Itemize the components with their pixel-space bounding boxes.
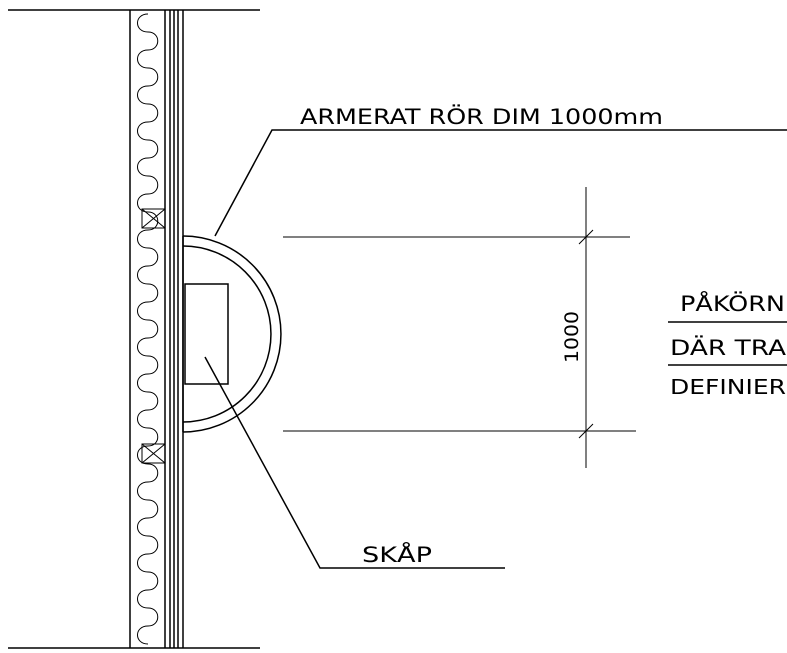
insulation-hatch xyxy=(137,13,159,645)
pipe-leader-line xyxy=(214,129,787,237)
cabinet-label: SKÅP xyxy=(362,541,432,567)
reinforced-pipe xyxy=(182,235,282,433)
cabinet-box xyxy=(184,283,229,385)
dimension-1000: 1000 xyxy=(283,187,636,468)
stud-cross xyxy=(141,443,166,464)
pipe-label: ARMERAT RÖR DIM 1000mm xyxy=(300,104,663,129)
note-line-1: PÅKÖRN xyxy=(680,290,785,316)
note-line-3: DEFINIER xyxy=(670,375,786,399)
wall-section xyxy=(129,10,184,648)
cabinet-leader-line xyxy=(204,356,505,569)
stud-cross xyxy=(141,208,166,229)
dimension-value: 1000 xyxy=(561,311,583,363)
note-line-2: DÄR TRA xyxy=(670,335,787,360)
note-text: PÅKÖRN DÄR TRA DEFINIER xyxy=(668,290,787,399)
